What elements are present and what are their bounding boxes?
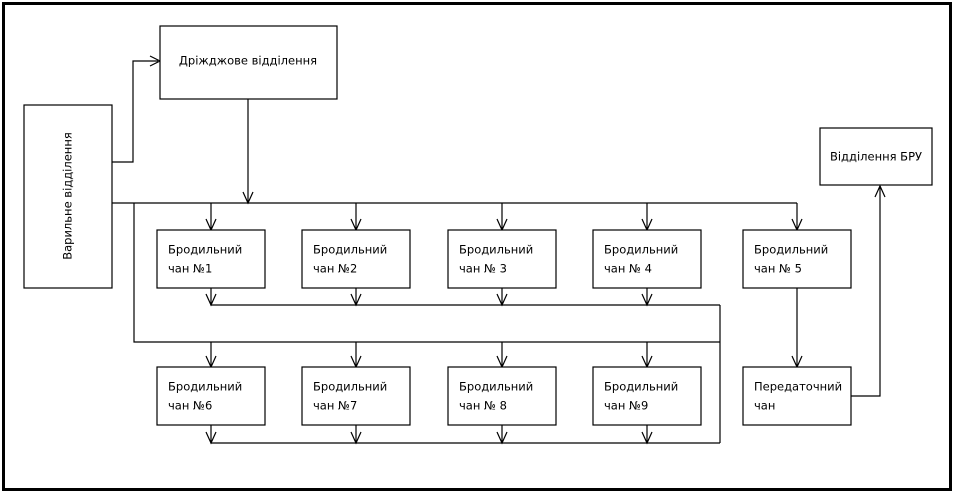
node-bru-department[interactable]: Відділення БРУ — [819, 127, 933, 186]
node-tank-1-box[interactable] — [156, 229, 266, 289]
connector-layer — [112, 55, 886, 445]
arrow-head-bru-in — [874, 184, 886, 198]
node-tank-9-label-line2: чан №9 — [604, 399, 648, 413]
node-tank-5-label-line1: Бродильний — [754, 243, 828, 257]
node-transfer-tank-box[interactable] — [742, 366, 852, 426]
node-brewhouse-label: Варильне відділення — [61, 132, 75, 260]
node-tank-4-label-line2: чан № 4 — [604, 262, 652, 276]
edge-transfer-to-bru — [851, 186, 881, 397]
node-tank-3-label-line2: чан № 3 — [459, 262, 507, 276]
node-tank-2-box[interactable] — [301, 229, 411, 289]
node-tank-7-label-line2: чан №7 — [313, 399, 357, 413]
arrow-head-tank-8-out — [496, 431, 508, 445]
node-yeast-department[interactable]: Дріжджове відділення — [159, 25, 338, 100]
fermentation-tanks-bottom-row: Бродильний чан №6 Бродильний чан №7 Брод… — [156, 366, 702, 426]
node-tank-6[interactable]: Бродильний чан №6 — [156, 366, 266, 426]
node-tank-3[interactable]: Бродильний чан № 3 — [447, 229, 557, 289]
arrow-head-tank-2-out — [350, 293, 362, 307]
node-tank-8[interactable]: Бродильний чан № 8 — [447, 366, 557, 426]
node-tank-1-label-line1: Бродильний — [168, 243, 242, 257]
node-bru-department-box[interactable] — [819, 127, 933, 186]
node-tank-2-label-line2: чан №2 — [313, 262, 357, 276]
node-tank-6-box[interactable] — [156, 366, 266, 426]
node-tank-5-box[interactable] — [742, 229, 852, 289]
node-tank-1-label-line2: чан №1 — [168, 262, 212, 276]
node-yeast-department-box[interactable] — [159, 25, 338, 100]
node-tank-6-label-line1: Бродильний — [168, 380, 242, 394]
node-tank-2[interactable]: Бродильний чан №2 — [301, 229, 411, 289]
node-transfer-tank[interactable]: Передаточний чан — [742, 366, 852, 426]
node-tank-7-box[interactable] — [301, 366, 411, 426]
arrow-head-yeast-down — [242, 191, 254, 205]
node-tank-1[interactable]: Бродильний чан №1 — [156, 229, 266, 289]
node-tank-3-label-line1: Бродильний — [459, 243, 533, 257]
node-tank-3-box[interactable] — [447, 229, 557, 289]
node-bru-department-label: Відділення БРУ — [830, 150, 922, 164]
node-tank-4[interactable]: Бродильний чан № 4 — [592, 229, 702, 289]
arrow-head-tank-3-out — [496, 293, 508, 307]
edge-left-riser-to-bottom-feed-bus — [133, 203, 720, 343]
arrow-head-tank-9-out — [641, 431, 653, 445]
node-transfer-tank-label-line2: чан — [754, 399, 775, 413]
edge-tank-6-to-bottom-bus — [210, 425, 720, 444]
node-tank-8-label-line1: Бродильний — [459, 380, 533, 394]
fermentation-tanks-top-row: Бродильний чан №1 Бродильний чан №2 Брод… — [156, 229, 852, 289]
edge-brewhouse-to-yeast — [112, 60, 158, 163]
node-tank-4-label-line1: Бродильний — [604, 243, 678, 257]
node-tank-9[interactable]: Бродильний чан №9 — [592, 366, 702, 426]
node-brewhouse-box[interactable] — [23, 104, 113, 289]
arrow-head-tank-4-out — [641, 293, 653, 307]
node-tank-2-label-line1: Бродильний — [313, 243, 387, 257]
node-tank-7[interactable]: Бродильний чан №7 — [301, 366, 411, 426]
node-tank-4-box[interactable] — [592, 229, 702, 289]
node-tank-5-label-line2: чан № 5 — [754, 262, 802, 276]
node-transfer-tank-label-line1: Передаточний — [754, 380, 842, 394]
node-yeast-department-label: Дріжджове відділення — [179, 54, 317, 68]
node-tank-7-label-line1: Бродильний — [313, 380, 387, 394]
arrow-head-tank-1-out — [205, 293, 217, 307]
node-tank-8-label-line2: чан № 8 — [459, 399, 507, 413]
node-tank-8-box[interactable] — [447, 366, 557, 426]
node-tank-9-box[interactable] — [592, 366, 702, 426]
node-tank-5[interactable]: Бродильний чан № 5 — [742, 229, 852, 289]
node-brewhouse[interactable]: Варильне відділення — [23, 104, 113, 289]
node-tank-9-label-line1: Бродильний — [604, 380, 678, 394]
node-tank-6-label-line2: чан №6 — [168, 399, 212, 413]
arrow-head-tank-7-out — [350, 431, 362, 445]
arrow-head-tank-6-out — [205, 431, 217, 445]
